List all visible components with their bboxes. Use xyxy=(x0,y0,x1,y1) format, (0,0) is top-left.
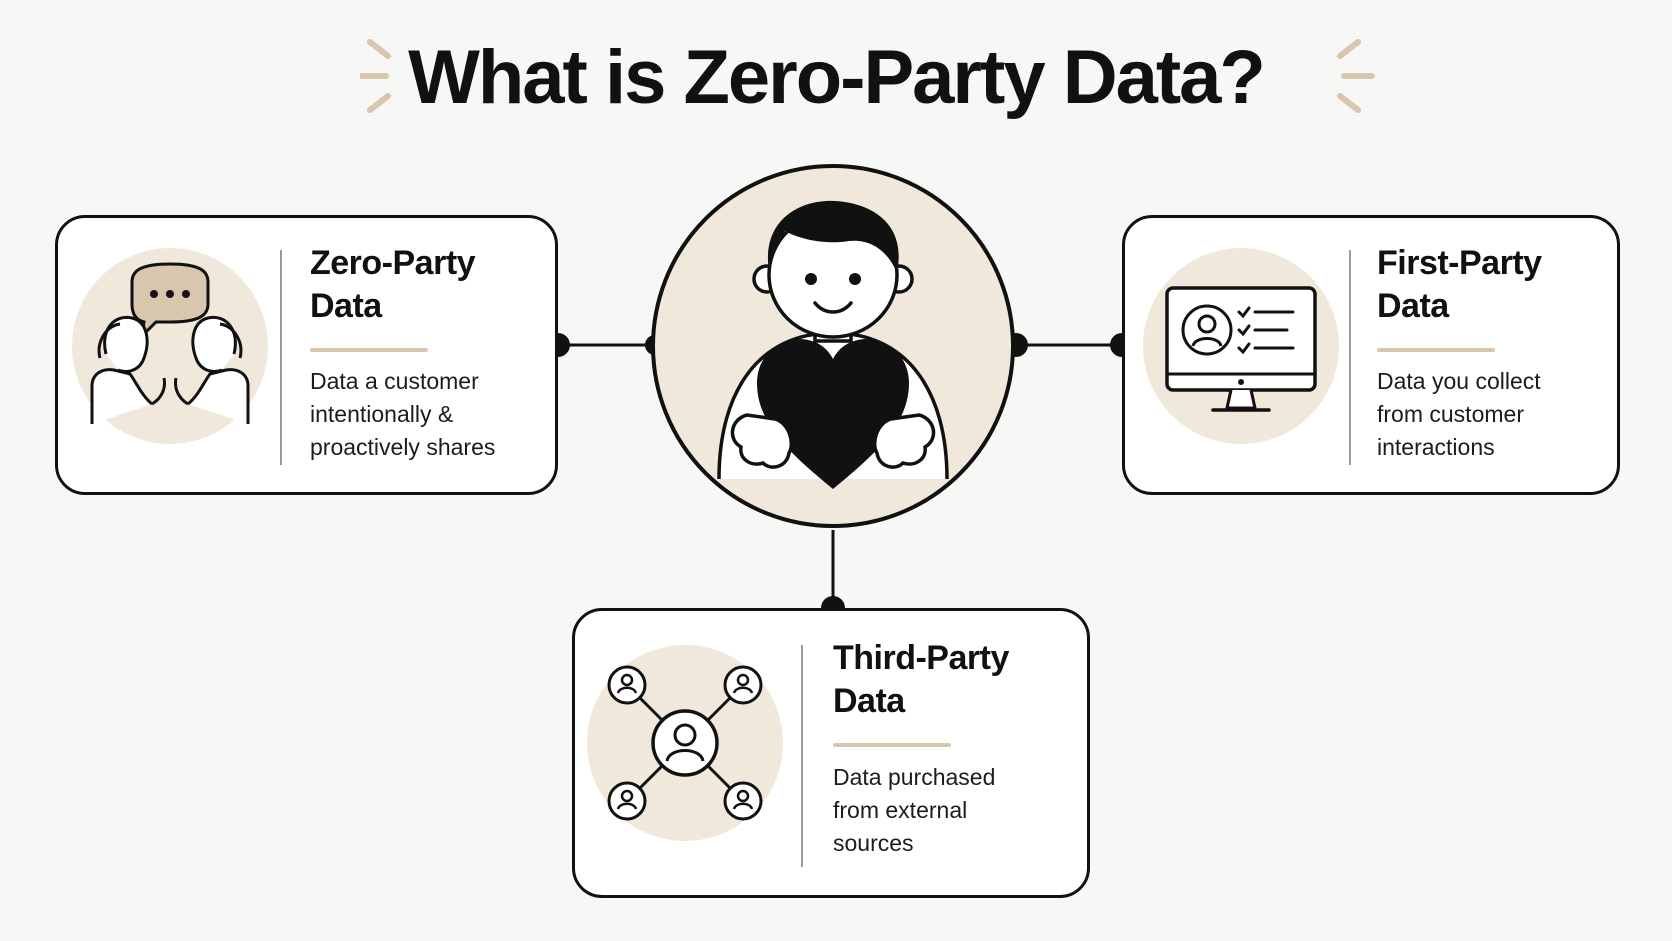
card-description-line: Data you collect xyxy=(1377,368,1541,394)
center-person-heart-icon xyxy=(651,164,1015,528)
card-description-line: from external xyxy=(833,797,968,823)
card-description: Data you collect from customer interacti… xyxy=(1377,365,1541,464)
page-title: What is Zero-Party Data? xyxy=(408,35,1266,120)
card-divider xyxy=(280,250,282,465)
user-network-icon xyxy=(587,645,783,841)
title-underline xyxy=(833,743,951,747)
title-underline xyxy=(1377,348,1495,352)
card-description-line: interactions xyxy=(1377,434,1495,460)
card-description-line: Data purchased xyxy=(833,764,996,790)
card-description-line: proactively shares xyxy=(310,434,496,460)
card-title-line: Data xyxy=(1377,287,1449,325)
card-title-line: Data xyxy=(833,682,905,720)
card-zero-party-data: Zero-Party Data Data a customer intentio… xyxy=(55,215,558,495)
title-underline xyxy=(310,348,428,352)
card-title-line: Data xyxy=(310,287,382,325)
card-title-line: Third-Party xyxy=(833,639,1009,677)
right-burst-decoration-icon xyxy=(1337,39,1375,113)
monitor-profile-checklist-icon xyxy=(1143,248,1339,444)
card-divider xyxy=(1349,250,1351,465)
card-description-line: sources xyxy=(833,830,914,856)
card-description: Data purchased from external sources xyxy=(833,761,995,860)
card-title-line: Zero-Party xyxy=(310,244,476,282)
card-description-line: intentionally & xyxy=(310,401,454,427)
card-description-line: Data a customer xyxy=(310,368,479,394)
card-third-party-data: Third-Party Data Data purchased from ext… xyxy=(572,608,1090,898)
card-first-party-data: First-Party Data Data you collect from c… xyxy=(1122,215,1620,495)
card-title: Third-Party Data xyxy=(833,637,1009,723)
card-description-line: from customer xyxy=(1377,401,1524,427)
card-divider xyxy=(801,645,803,867)
card-title-line: First-Party xyxy=(1377,244,1542,282)
people-conversation-icon xyxy=(72,248,268,444)
card-title: First-Party Data xyxy=(1377,242,1542,328)
card-title: Zero-Party Data xyxy=(310,242,476,328)
left-burst-decoration-icon xyxy=(360,39,391,113)
card-description: Data a customer intentionally & proactiv… xyxy=(310,365,495,464)
